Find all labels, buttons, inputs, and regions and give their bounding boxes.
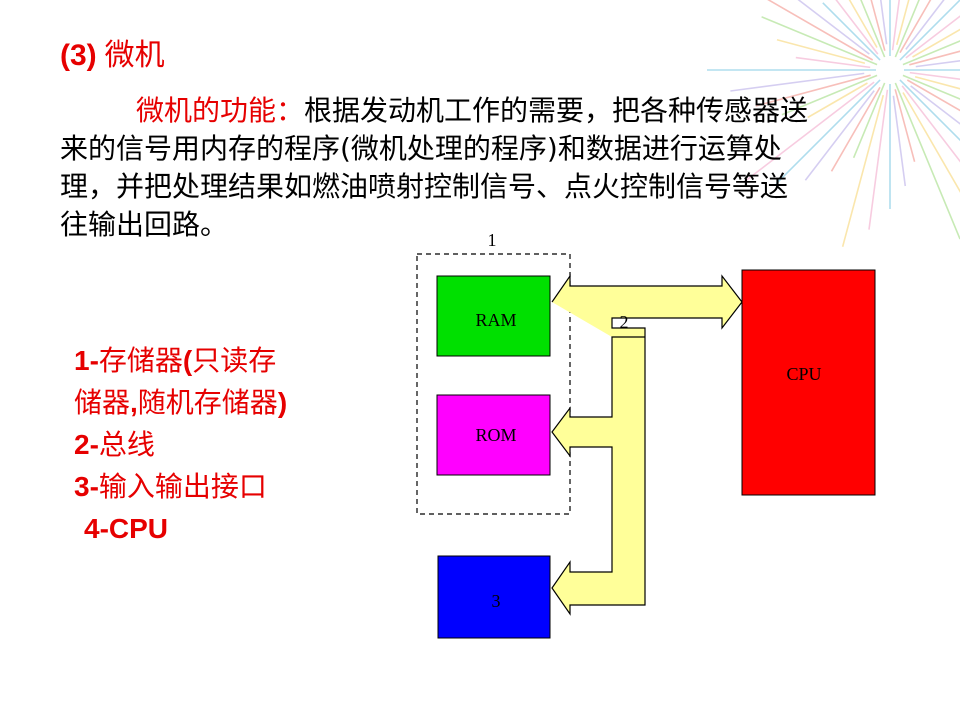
- bus-label: 2: [620, 312, 629, 332]
- firework-ray: [835, 0, 879, 55]
- section-heading: (3)微机: [60, 30, 165, 74]
- firework-ray: [776, 38, 866, 65]
- section-title: 微机: [104, 38, 165, 73]
- firework-ray: [906, 79, 960, 112]
- firework-ray: [804, 90, 875, 181]
- firework-ray: [915, 59, 960, 68]
- firework-ray: [767, 0, 874, 61]
- firework-ray: [797, 0, 870, 55]
- firework-ray: [899, 79, 960, 142]
- firework-ray: [902, 92, 960, 193]
- firework-ray: [830, 86, 881, 172]
- firework-ray: [894, 82, 960, 240]
- firework-ray: [892, 95, 907, 187]
- firework-ray: [744, 81, 875, 183]
- firework-decoration: [707, 0, 960, 247]
- firework-ray: [901, 85, 960, 163]
- firework-ray: [822, 2, 881, 61]
- firework-ray: [902, 74, 960, 100]
- function-paragraph: 微机的功能：根据发动机工作的需要，把各种传感器送 来的信号用内存的程序(微机处理…: [60, 92, 920, 244]
- io-interface-block: [437, 555, 551, 639]
- cpu-block: [741, 269, 876, 496]
- memory-group-label: 1: [488, 230, 497, 250]
- paragraph-line-1: 根据发动机工作的需要，把各种传感器送: [304, 94, 809, 127]
- firework-ray: [848, 0, 878, 48]
- firework-ray: [905, 15, 960, 59]
- paragraph-lead: 微机的功能：: [136, 94, 305, 127]
- firework-ray: [894, 0, 920, 58]
- firework-ray: [905, 0, 945, 50]
- rom-label: ROM: [475, 425, 516, 445]
- firework-ray: [899, 0, 932, 54]
- firework-ray: [730, 72, 865, 92]
- firework-ray: [868, 89, 889, 230]
- legend-item-3: 3-输入输出接口: [74, 470, 267, 503]
- io-interface-label: 3: [492, 591, 501, 611]
- firework-ray: [755, 74, 871, 107]
- firework-ray: [775, 79, 881, 185]
- firework-ray: [912, 28, 960, 58]
- firework-ray: [870, 0, 886, 51]
- firework-ray: [902, 40, 960, 66]
- firework-ray: [852, 82, 886, 159]
- firework-ray: [807, 82, 868, 119]
- firework-ray: [761, 16, 878, 66]
- firework-ray: [895, 0, 910, 46]
- legend-item-2: 2-总线: [74, 428, 155, 461]
- firework-ray: [795, 56, 871, 69]
- rom-block: [436, 394, 551, 476]
- component-legend: 1-存储器(只读存 储器,随机存储器) 2-总线 3-输入输出接口 4-CPU: [74, 340, 344, 550]
- firework-ray: [910, 85, 960, 125]
- paragraph-line-4: 往输出回路。: [60, 208, 229, 241]
- microcomputer-block-diagram: 1 2 RAM ROM 3 CPU: [416, 230, 876, 639]
- firework-ray: [909, 50, 960, 66]
- firework-ray: [909, 71, 960, 81]
- firework-ray: [899, 0, 960, 61]
- legend-item-1-cont: 储器,随机存储器): [74, 386, 288, 419]
- legend-item-4: 4-CPU: [84, 513, 169, 544]
- ram-label: RAM: [475, 310, 516, 330]
- paragraph-line-3: 理，并把处理结果如燃油喷射控制信号、点火控制信号等送: [60, 170, 789, 203]
- system-bus: [551, 274, 743, 616]
- firework-ray: [841, 94, 885, 247]
- ram-block: [436, 275, 551, 357]
- firework-ray: [891, 0, 901, 51]
- firework-ray: [879, 0, 888, 45]
- section-number: (3): [60, 39, 97, 72]
- firework-ray: [781, 74, 878, 116]
- legend-item-1: 1-存储器(只读存: [74, 344, 277, 377]
- paragraph-line-2: 来的信号用内存的程序(微机处理的程序)和数据进行运算处: [60, 132, 782, 165]
- firework-ray: [914, 75, 960, 90]
- cpu-label: CPU: [786, 364, 821, 384]
- firework-ray: [894, 89, 916, 162]
- firework-ray: [860, 0, 886, 58]
- memory-group-boundary: [416, 253, 571, 515]
